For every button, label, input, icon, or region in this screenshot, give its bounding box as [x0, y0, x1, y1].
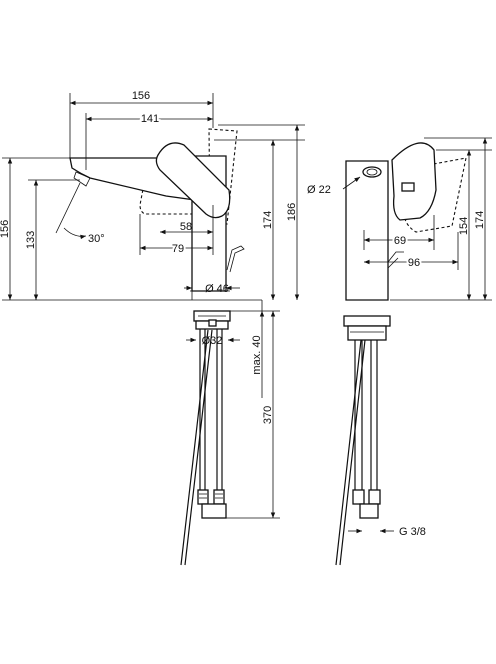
label-lever-58: 58 — [180, 221, 192, 233]
label-lever-96: 96 — [408, 257, 420, 269]
side-dimensions — [2, 93, 305, 519]
label-diameter-46: Ø 46 — [205, 283, 229, 295]
side-view — [69, 128, 245, 566]
label-length-370: 370 — [262, 406, 274, 424]
label-height-174-front: 174 — [474, 211, 486, 229]
label-diameter-32: Ø32 — [202, 335, 223, 347]
label-angle-30: 30° — [88, 233, 105, 245]
label-height-186: 186 — [286, 203, 298, 221]
label-diameter-22: Ø 22 — [307, 184, 331, 196]
front-dimensions — [342, 137, 492, 534]
label-max-40: max. 40 — [251, 335, 263, 374]
label-height-154: 154 — [458, 217, 470, 235]
label-connection-g38: G 3/8 — [399, 526, 426, 538]
label-height-133: 133 — [25, 231, 37, 249]
label-height-174: 174 — [262, 211, 274, 229]
label-lever-79: 79 — [172, 243, 184, 255]
front-view — [335, 142, 467, 566]
dimension-labels: 156 141 156 133 30° 58 79 174 186 Ø 46 Ø… — [0, 90, 486, 538]
label-width-156: 156 — [132, 90, 150, 102]
label-width-141: 141 — [141, 113, 159, 125]
label-lever-69: 69 — [394, 235, 406, 247]
label-height-156: 156 — [0, 220, 11, 238]
